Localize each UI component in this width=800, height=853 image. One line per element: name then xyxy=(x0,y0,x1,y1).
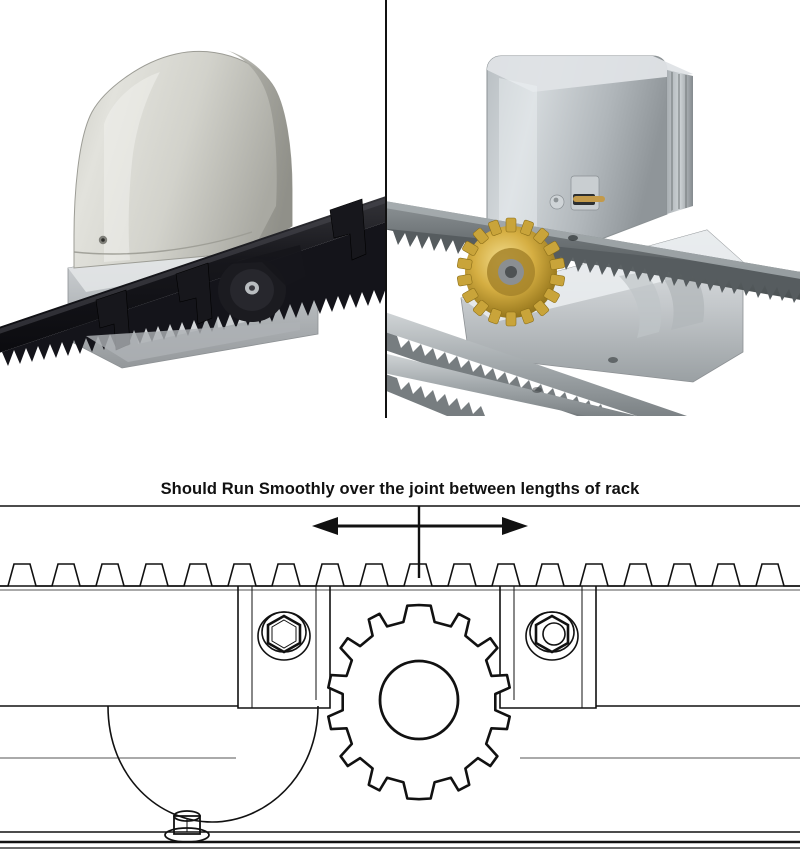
gear-hub xyxy=(378,659,460,741)
steel-rack-lower-2 xyxy=(387,353,638,416)
bracket-left xyxy=(237,586,331,709)
photo-strip xyxy=(0,0,800,420)
pinion-gear xyxy=(327,603,511,801)
diagram-line-drawing xyxy=(0,505,800,849)
gear-rack xyxy=(0,563,800,591)
rack-mounting-holes xyxy=(532,235,619,393)
pinion-gear-brass xyxy=(457,217,566,327)
gate-track-rails xyxy=(0,831,800,849)
photo-sliding-gate-opener-nylon-rack xyxy=(0,0,388,420)
rack-joint-diagram: Should Run Smoothly over the joint betwe… xyxy=(0,418,800,853)
bracket-right xyxy=(499,586,597,709)
cooling-fins xyxy=(667,70,694,214)
travel-arrow-heads xyxy=(312,517,528,535)
diagram-caption: Should Run Smoothly over the joint betwe… xyxy=(160,480,640,498)
hex-bolt-left xyxy=(257,611,311,661)
photo-left-illustration xyxy=(0,0,386,416)
pinion-wheel xyxy=(218,258,286,322)
rack-clips xyxy=(95,198,367,351)
manual-release-lever xyxy=(549,175,606,211)
flange-nut xyxy=(164,810,210,843)
hex-bolt-right xyxy=(525,611,579,661)
rack-tooth-profile xyxy=(0,563,800,587)
photo-sliding-gate-opener-steel-rack xyxy=(387,0,800,420)
photo-right-illustration xyxy=(387,0,800,416)
drum-arc xyxy=(107,705,319,823)
